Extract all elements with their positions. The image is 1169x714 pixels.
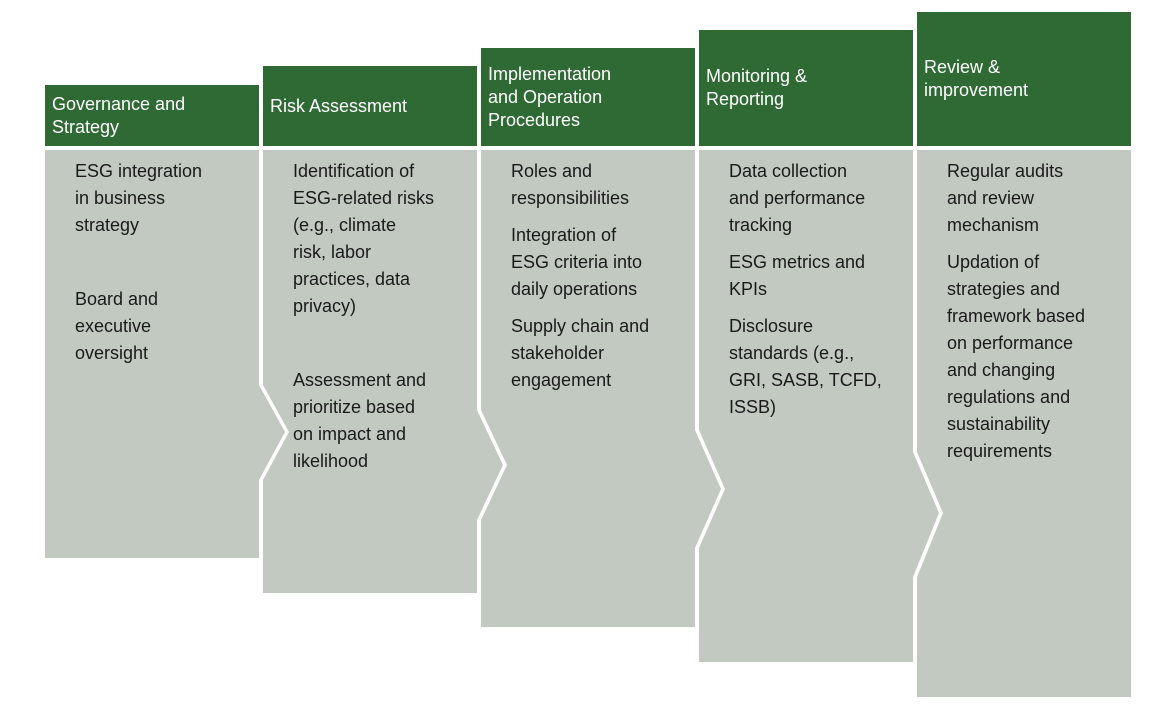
stage-item: Assessment and prioritize based on impac…	[293, 370, 427, 471]
stage-header-implementation-operation: Implementation and Operation Procedures	[481, 48, 695, 146]
stage-header-risk-assessment: Risk Assessment	[263, 66, 477, 146]
stage-body-monitoring-reporting: Data collection and performance tracking…	[699, 150, 939, 662]
stage-header-review-improvement: Review & improvement	[917, 12, 1131, 146]
stage-item: Updation of strategies and framework bas…	[947, 252, 1086, 461]
stage-item: Board and executive oversight	[75, 289, 159, 363]
stage-item: Data collection and performance tracking	[729, 161, 866, 235]
stage-header-monitoring-reporting: Monitoring & Reporting	[699, 30, 913, 146]
stage-item: ESG integration in business strategy	[75, 161, 203, 235]
stage-item: Integration of ESG criteria into daily o…	[511, 225, 643, 299]
stage-item: Identification of ESG-related risks (e.g…	[293, 161, 435, 316]
stage-item: Disclosure standards (e.g., GRI, SASB, T…	[729, 316, 882, 417]
stage-item: ESG metrics and KPIs	[729, 252, 866, 299]
stage-body-risk-assessment: Identification of ESG-related risks (e.g…	[263, 150, 503, 593]
stage-item: Supply chain and stakeholder engagement	[511, 316, 650, 390]
stage-header-governance-strategy: Governance and Strategy	[45, 85, 259, 146]
stage-item: Roles and responsibilities	[511, 161, 630, 208]
stage-item-spacer	[75, 249, 257, 276]
stage-item-spacer	[293, 330, 475, 357]
stage-item: Regular audits and review mechanism	[947, 161, 1064, 235]
